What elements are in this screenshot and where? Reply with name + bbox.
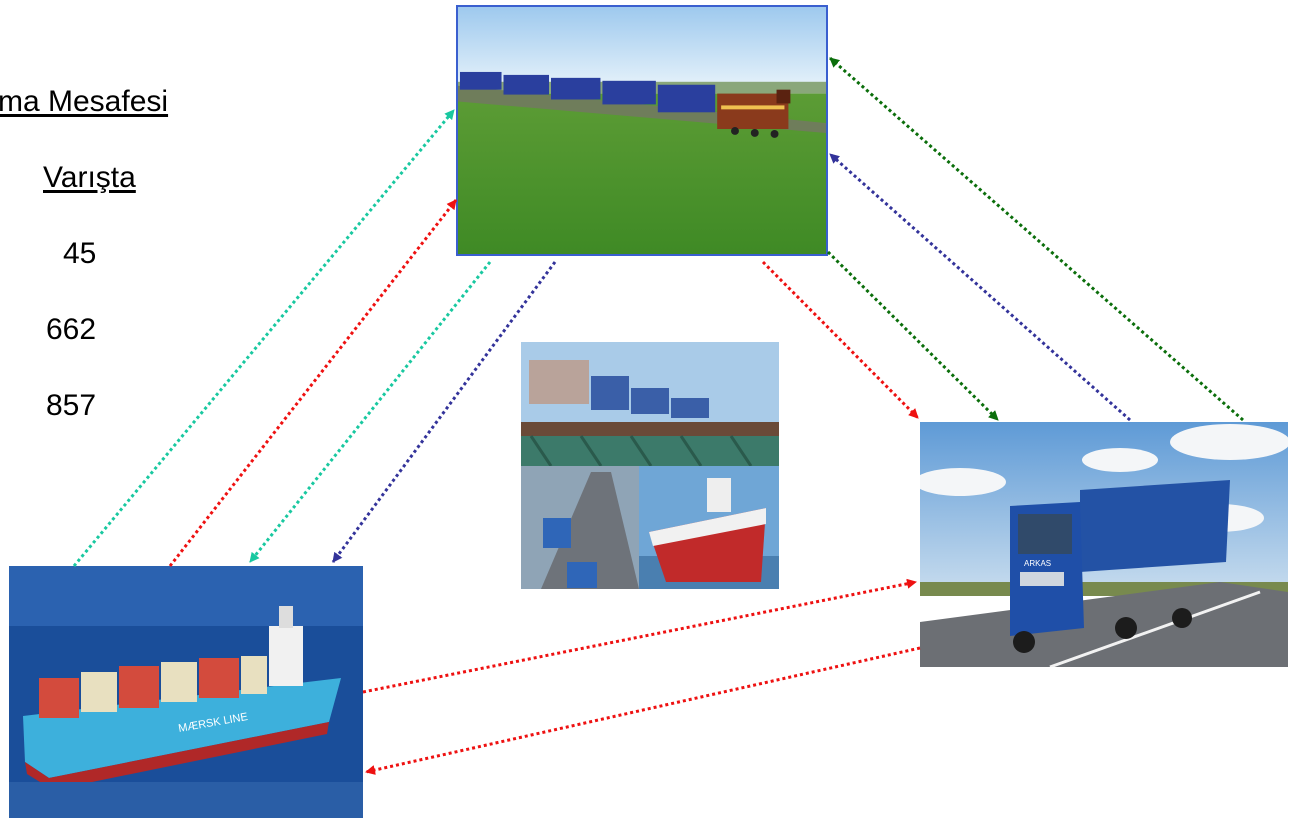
heading-distance: ma Mesafesi (0, 85, 169, 118)
truck-to-train-arrow-navy (829, 152, 1131, 422)
truck-to-ship-arrow-red (365, 646, 921, 775)
container-ship-photo-icon: MÆRSK LINE (9, 566, 363, 818)
value-2: 662 (46, 313, 97, 346)
truck-cab-text: ARKAS (1024, 559, 1051, 568)
value-1: 45 (63, 237, 97, 270)
collage-photo (521, 342, 779, 589)
train-to-truck-arrow-red (761, 260, 920, 420)
ship-to-truck-arrow-red (362, 578, 917, 694)
train-to-truck-arrow-green (826, 250, 1000, 422)
truck-photo-icon: ARKAS (920, 422, 1288, 667)
train-to-ship-arrow-navy (331, 261, 557, 563)
train-photo (456, 5, 828, 256)
truck-photo: ARKAS (920, 422, 1288, 667)
freight-train-photo-icon (458, 7, 826, 254)
train-to-ship-arrow (248, 261, 492, 563)
heading-arrival: Varışta (43, 161, 136, 194)
intermodal-collage-photo-icon (521, 342, 779, 589)
ship-to-train-arrow (72, 109, 456, 567)
truck-to-train-arrow-green (829, 56, 1244, 422)
ship-photo: MÆRSK LINE (9, 566, 363, 818)
value-3: 857 (46, 389, 97, 422)
ship-to-train-arrow-red (168, 199, 458, 567)
